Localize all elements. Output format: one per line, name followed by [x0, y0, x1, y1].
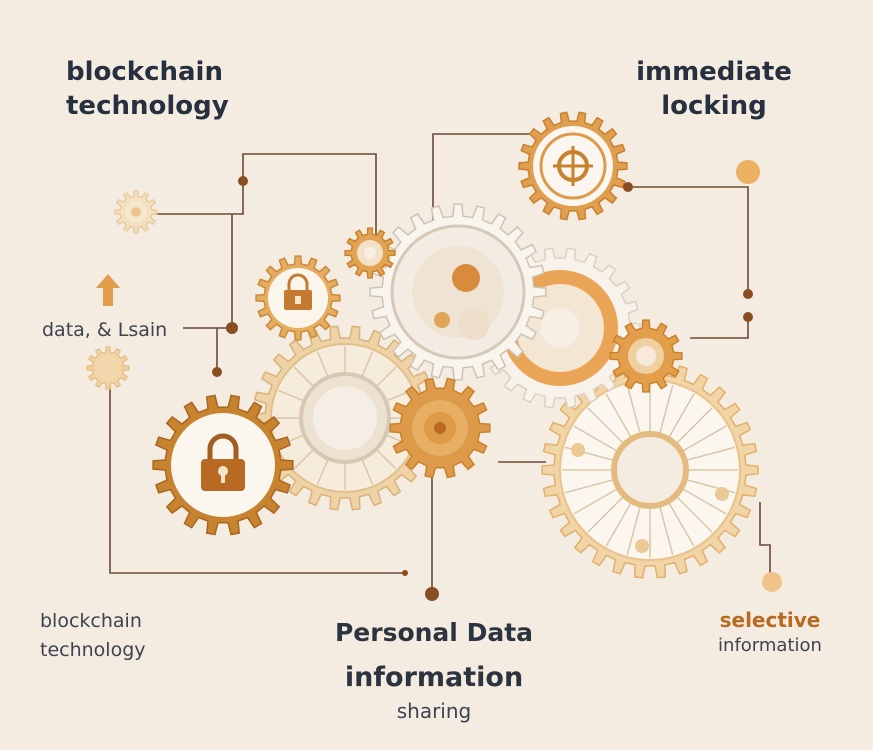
connector-dot: [402, 570, 408, 576]
label-line: technology: [66, 90, 229, 121]
spoke: [293, 447, 316, 470]
label-top-right: immediate locking: [636, 56, 792, 124]
locked-box-icon: [284, 273, 312, 310]
spoke: [374, 447, 397, 470]
label-line: Personal Data: [334, 618, 534, 647]
gear-center-orange: [389, 377, 491, 479]
spoke: [658, 384, 674, 436]
spoke: [626, 384, 642, 436]
gear-faded-top-left: [114, 190, 158, 234]
spoke: [684, 446, 736, 462]
connector-left-mid: [183, 214, 233, 329]
spoke: [573, 425, 620, 453]
spoke: [667, 393, 695, 440]
label-line: selective: [719, 608, 821, 632]
spoke: [293, 366, 316, 389]
label-bottom-center: Personal Data information sharing: [300, 616, 568, 726]
connector-dot-accent: [736, 160, 760, 184]
padlock-icon: [201, 433, 245, 491]
spoke: [674, 494, 713, 533]
spoke: [374, 366, 397, 389]
spoke: [658, 504, 674, 556]
label-line: locking: [661, 90, 767, 121]
connector-bottom-right: [759, 502, 771, 580]
spoke: [680, 487, 727, 515]
spoke: [564, 478, 616, 494]
connector-dot: [743, 312, 753, 322]
gear-faded-mid-left: [86, 346, 130, 390]
gear-large-right: [541, 361, 759, 579]
spoke: [626, 504, 642, 556]
spoke: [360, 351, 374, 380]
connector-dot: [425, 587, 439, 601]
mini-cog-icon: [553, 146, 593, 186]
spoke: [587, 494, 626, 533]
spoke: [667, 500, 695, 547]
label-top-left: blockchain technology: [66, 56, 229, 124]
up-arrow-icon: [96, 274, 120, 306]
spoke: [316, 351, 330, 380]
label-mid-left: data, & Lsain: [42, 319, 168, 341]
label-line: information: [344, 661, 524, 693]
label-line: immediate: [636, 57, 792, 87]
gear-small-orange-right: [609, 319, 683, 393]
label-bottom-right: selective information: [708, 608, 832, 659]
label-line: blockchain: [40, 610, 142, 632]
connector-dot-accent: [762, 572, 782, 592]
spoke: [680, 425, 727, 453]
gear-large-tan: [252, 325, 438, 511]
spoke: [278, 389, 307, 403]
connector-top-left: [155, 153, 377, 270]
connector-dot: [238, 176, 248, 186]
gear-padlock: [152, 394, 294, 536]
connector-dot: [623, 182, 633, 192]
gear-center-light: [369, 203, 547, 381]
spoke: [360, 456, 374, 485]
connector-dot: [212, 367, 222, 377]
connector-dots: [212, 160, 782, 601]
connector-lines: [109, 133, 771, 594]
gear-top-right: [518, 111, 628, 221]
spoke: [605, 500, 633, 547]
spoke: [316, 456, 330, 485]
connector-right-low: [690, 317, 749, 339]
connector-dot: [226, 322, 238, 334]
label-line: technology: [40, 638, 146, 661]
gear-small-top: [344, 227, 396, 279]
spoke: [605, 393, 633, 440]
spoke: [674, 407, 713, 446]
connector-bottom-left: [109, 378, 405, 574]
label-line: sharing: [396, 699, 472, 724]
label-line: information: [718, 635, 822, 656]
connector-dot: [743, 289, 753, 299]
label-line: blockchain: [66, 57, 223, 87]
spoke: [573, 487, 620, 515]
label-bottom-left: blockchain technology: [40, 607, 146, 664]
connector-right: [628, 186, 749, 294]
wheel-spokes: [273, 346, 417, 490]
spoke: [587, 407, 626, 446]
gear-lock-box: [255, 255, 341, 341]
